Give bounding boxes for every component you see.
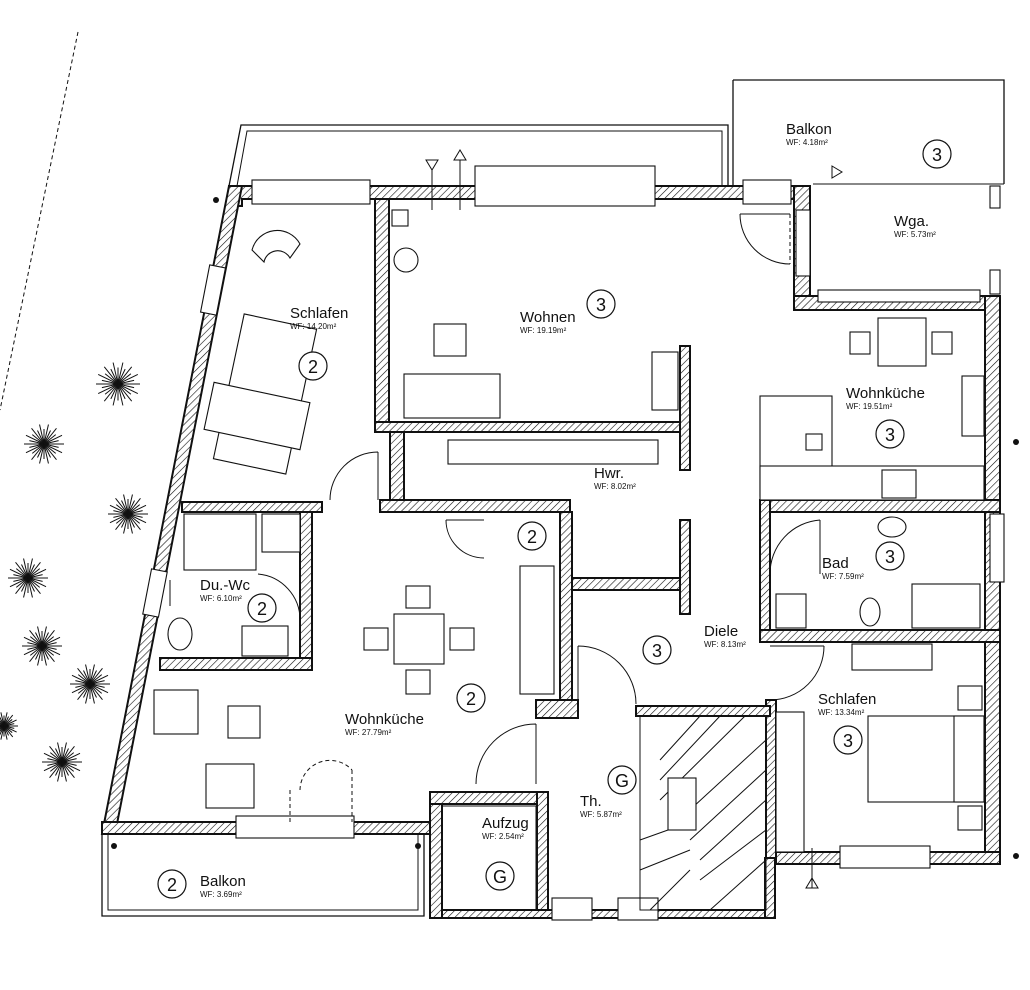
room-name: Aufzug bbox=[482, 815, 529, 832]
furniture bbox=[153, 209, 985, 911]
room-area: WF: 2.54m² bbox=[482, 832, 524, 841]
room-name: Balkon bbox=[786, 121, 832, 138]
room-name: Bad bbox=[822, 555, 849, 572]
trees bbox=[0, 362, 148, 782]
room-area: WF: 19.51m² bbox=[846, 402, 893, 411]
room-name: Wohnküche bbox=[846, 385, 925, 402]
facade-dots bbox=[111, 197, 1019, 859]
unit-marker: 2 bbox=[247, 593, 277, 623]
direction-arrows bbox=[425, 149, 843, 889]
tree-symbol bbox=[108, 494, 148, 534]
room-name: Schlafen bbox=[818, 691, 876, 708]
staircase bbox=[639, 715, 767, 911]
unit-markers: 2 3 3 3 3 2 3 2 3G G 2 2 bbox=[157, 139, 952, 899]
room-area: WF: 19.19m² bbox=[520, 326, 567, 335]
unit-marker: 3 bbox=[586, 289, 616, 319]
svg-text:3: 3 bbox=[652, 641, 662, 661]
unit-marker: G bbox=[607, 765, 637, 795]
room-name: Wohnen bbox=[520, 309, 576, 326]
room-area: WF: 27.79m² bbox=[345, 728, 392, 737]
tree-symbol bbox=[42, 742, 82, 782]
svg-text:2: 2 bbox=[257, 599, 267, 619]
room-name: Schlafen bbox=[290, 305, 348, 322]
unit-marker: 3 bbox=[642, 635, 672, 665]
room-name: Diele bbox=[704, 623, 738, 640]
room-label-hwr: Hwr.WF: 8.02m² bbox=[594, 465, 636, 491]
svg-text:3: 3 bbox=[932, 145, 942, 165]
room-area: WF: 4.18m² bbox=[786, 138, 828, 147]
unit-marker: G bbox=[485, 861, 515, 891]
svg-text:3: 3 bbox=[596, 295, 606, 315]
room-area: WF: 5.73m² bbox=[894, 230, 936, 239]
room-area: WF: 8.13m² bbox=[704, 640, 746, 649]
room-name: Balkon bbox=[200, 873, 246, 890]
room-name: Wga. bbox=[894, 213, 929, 230]
room-name: Th. bbox=[580, 793, 602, 810]
unit-marker: 2 bbox=[456, 683, 486, 713]
room-name: Wohnküche bbox=[345, 711, 424, 728]
svg-text:3: 3 bbox=[885, 425, 895, 445]
svg-text:2: 2 bbox=[167, 875, 177, 895]
unit-marker: 2 bbox=[517, 521, 547, 551]
property-line bbox=[0, 31, 79, 411]
svg-text:2: 2 bbox=[308, 357, 318, 377]
room-area: WF: 14.20m² bbox=[290, 322, 337, 331]
roof-outline bbox=[101, 79, 1005, 917]
unit-marker: 2 bbox=[157, 869, 187, 899]
unit-marker: 3 bbox=[875, 541, 905, 571]
windows bbox=[142, 165, 1005, 921]
svg-text:3: 3 bbox=[843, 731, 853, 751]
room-name: Hwr. bbox=[594, 465, 624, 482]
svg-text:2: 2 bbox=[527, 527, 537, 547]
room-area: WF: 3.69m² bbox=[200, 890, 242, 899]
svg-text:2: 2 bbox=[466, 689, 476, 709]
svg-text:3: 3 bbox=[885, 547, 895, 567]
room-area: WF: 7.59m² bbox=[822, 572, 864, 581]
svg-text:G: G bbox=[615, 771, 629, 791]
room-label-th: Th.WF: 5.87m² bbox=[580, 793, 622, 819]
tree-symbol bbox=[0, 712, 18, 740]
room-area: WF: 6.10m² bbox=[200, 594, 242, 603]
room-area: WF: 13.34m² bbox=[818, 708, 865, 717]
room-name: Du.-Wc bbox=[200, 577, 250, 594]
tree-symbol bbox=[96, 362, 140, 406]
unit-marker: 3 bbox=[875, 419, 905, 449]
room-area: WF: 5.87m² bbox=[580, 810, 622, 819]
tree-symbol bbox=[8, 558, 48, 598]
doors bbox=[169, 213, 825, 822]
room-area: WF: 8.02m² bbox=[594, 482, 636, 491]
tree-symbol bbox=[22, 626, 62, 666]
tree-symbol bbox=[70, 664, 110, 704]
svg-text:G: G bbox=[493, 867, 507, 887]
unit-marker: 3 bbox=[922, 139, 952, 169]
room-label-wga: Wga.WF: 5.73m² bbox=[894, 213, 936, 239]
unit-marker: 3 bbox=[833, 725, 863, 755]
unit-marker: 2 bbox=[298, 351, 328, 381]
tree-symbol bbox=[24, 424, 64, 464]
